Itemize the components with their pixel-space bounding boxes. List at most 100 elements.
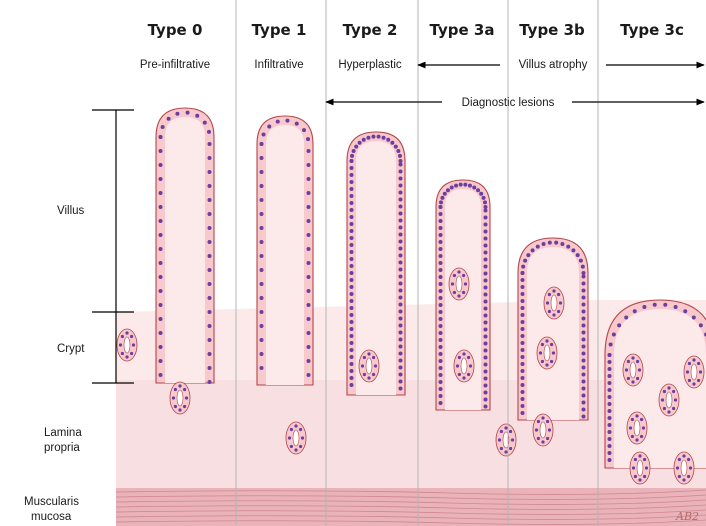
nucleus — [631, 356, 634, 359]
nucleus — [399, 254, 403, 258]
nucleus — [582, 282, 586, 286]
nucleus — [699, 370, 702, 373]
nucleus — [172, 396, 175, 399]
nucleus — [483, 200, 487, 204]
nucleus — [159, 373, 163, 377]
nucleus — [463, 183, 467, 187]
nucleus — [399, 177, 403, 181]
nucleus — [484, 384, 488, 388]
artist-signature: AB2 — [675, 510, 699, 523]
nucleus — [354, 145, 358, 149]
nucleus — [399, 331, 403, 335]
nucleus — [399, 233, 403, 237]
nucleus — [159, 247, 163, 251]
nucleus — [439, 240, 443, 244]
nucleus — [260, 212, 264, 216]
nucleus — [667, 410, 670, 413]
villus-core — [165, 117, 205, 383]
nucleus — [399, 159, 403, 163]
column-subtitle-type-0: Pre-infiltrative — [140, 59, 210, 71]
nucleus — [350, 215, 354, 219]
nucleus — [260, 366, 264, 370]
nucleus — [399, 240, 403, 244]
nucleus — [582, 366, 586, 370]
nucleus — [208, 380, 212, 384]
nucleus — [608, 423, 612, 427]
nucleus — [350, 159, 354, 163]
nucleus — [260, 184, 264, 188]
nucleus — [350, 222, 354, 226]
nucleus — [521, 278, 525, 282]
nucleus — [484, 286, 488, 290]
column-title-type-1: Type 1 — [252, 21, 307, 39]
nucleus — [178, 408, 181, 411]
nucleus — [462, 352, 465, 355]
nucleus — [629, 426, 632, 429]
nucleus — [159, 345, 163, 349]
nucleus — [399, 226, 403, 230]
nucleus — [307, 177, 311, 181]
nucleus — [608, 402, 612, 406]
nucleus — [399, 198, 403, 202]
nucleus — [484, 328, 488, 332]
nucleus — [624, 315, 628, 319]
nucleus — [582, 296, 586, 300]
nucleus — [208, 226, 212, 230]
nucleus — [582, 345, 586, 349]
nucleus — [643, 458, 646, 461]
nucleus — [645, 466, 648, 469]
nucleus — [537, 437, 540, 440]
nucleus — [667, 386, 670, 389]
nucleus — [439, 233, 443, 237]
nucleus — [159, 219, 163, 223]
crypt-lumen — [544, 345, 550, 361]
nucleus — [633, 309, 637, 313]
nucleus — [307, 163, 311, 167]
nucleus — [521, 327, 525, 331]
muscularis-mucosa-label-line2: mucosa — [31, 511, 72, 523]
nucleus — [552, 289, 555, 292]
nucleus — [640, 435, 643, 438]
nucleus — [307, 317, 311, 321]
nucleus — [636, 377, 639, 380]
nucleus — [260, 310, 264, 314]
nucleus — [557, 310, 560, 313]
crypt-lumen — [691, 364, 697, 380]
nucleus — [174, 388, 177, 391]
nucleus — [541, 360, 544, 363]
nucleus — [260, 338, 264, 342]
nucleus — [439, 324, 443, 328]
nucleus — [399, 247, 403, 251]
nucleus — [290, 428, 293, 431]
nucleus — [399, 184, 403, 188]
nucleus — [535, 428, 538, 431]
nucleus — [260, 352, 264, 356]
nucleus — [631, 418, 634, 421]
nucleus — [186, 111, 190, 115]
nucleus — [560, 242, 564, 246]
nucleus — [260, 170, 264, 174]
nucleus — [208, 170, 212, 174]
nucleus — [484, 209, 488, 213]
nucleus — [302, 128, 306, 132]
nucleus — [500, 447, 503, 450]
nucleus — [307, 303, 311, 307]
nucleus — [260, 268, 264, 272]
nucleus — [350, 285, 354, 289]
nucleus — [439, 205, 443, 209]
nucleus — [484, 370, 488, 374]
nucleus — [682, 454, 685, 457]
villus-atrophy-arrow: Villus atrophy — [418, 59, 704, 71]
nucleus — [521, 265, 525, 269]
nucleus — [399, 261, 403, 265]
nucleus — [294, 448, 297, 451]
nucleus — [307, 331, 311, 335]
nucleus — [350, 166, 354, 170]
nucleus — [167, 117, 171, 121]
nucleus — [608, 388, 612, 392]
nucleus — [504, 450, 507, 453]
nucleus — [636, 360, 639, 363]
nucleus — [672, 407, 675, 410]
nucleus — [484, 307, 488, 311]
